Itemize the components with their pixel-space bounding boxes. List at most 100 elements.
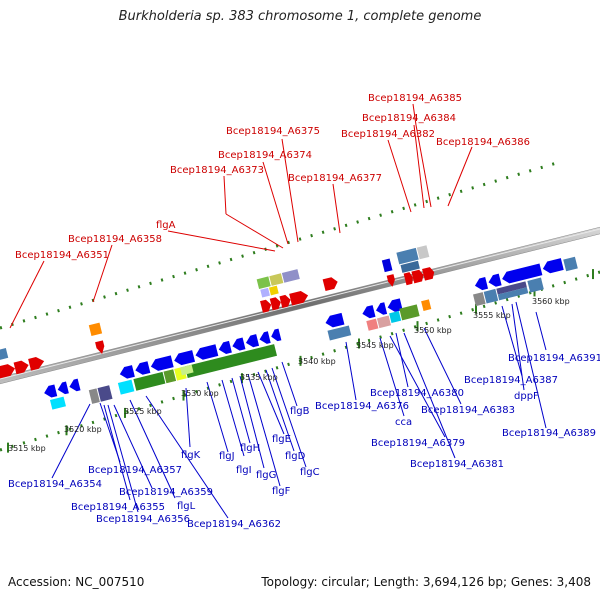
gene-arrow[interactable] — [289, 290, 309, 306]
gene-label[interactable]: Bcep18194_A6379 — [371, 438, 465, 449]
gene-box[interactable] — [117, 379, 135, 395]
gene-label[interactable]: flgG — [256, 470, 276, 481]
gene-arrow[interactable] — [149, 355, 174, 372]
gene-arrow[interactable] — [13, 359, 30, 375]
gene-arrow[interactable] — [411, 269, 425, 284]
gene-label[interactable]: Bcep18194_A6376 — [315, 401, 409, 412]
gene-label[interactable]: flgB — [290, 406, 310, 417]
gene-label[interactable]: flgA — [156, 220, 176, 231]
gene-label[interactable]: Bcep18194_A6389 — [502, 428, 596, 439]
gene-arrow[interactable] — [541, 258, 564, 274]
gene-box[interactable] — [184, 344, 278, 378]
gene-arrow[interactable] — [194, 344, 219, 361]
gene-label[interactable]: cca — [395, 417, 412, 428]
gene-label[interactable]: Bcep18194_A6375 — [226, 126, 320, 137]
gene-label[interactable]: Bcep18194_A6355 — [71, 502, 165, 513]
gene-label[interactable]: flgI — [236, 465, 252, 476]
gene-arrow[interactable] — [324, 312, 345, 329]
gene-box[interactable] — [256, 276, 271, 290]
gene-arrow[interactable] — [501, 263, 543, 284]
gene-label[interactable]: Bcep18194_A6380 — [370, 388, 464, 399]
gene-arrow[interactable] — [245, 334, 260, 349]
gene-arrow[interactable] — [0, 363, 16, 379]
gene-box[interactable] — [497, 287, 529, 301]
gene-arrow[interactable] — [375, 302, 388, 316]
gene-label[interactable]: flgH — [240, 443, 260, 454]
gene-arrow[interactable] — [279, 294, 292, 308]
gene-label[interactable]: flgD — [285, 451, 306, 462]
gene-arrow[interactable] — [403, 272, 415, 286]
gene-arrow[interactable] — [231, 337, 246, 353]
gene-arrow[interactable] — [68, 378, 81, 393]
gene-arrow[interactable] — [260, 299, 273, 313]
gene-arrow[interactable] — [422, 266, 436, 281]
gene-arrow[interactable] — [118, 365, 135, 380]
gene-label[interactable]: Bcep18194_A6356 — [96, 514, 190, 525]
gene-label[interactable]: Bcep18194_A6359 — [119, 487, 213, 498]
gene-label[interactable]: Bcep18194_A6382 — [341, 129, 435, 140]
gene-arrow[interactable] — [173, 350, 196, 366]
gene-box[interactable] — [527, 277, 544, 293]
gene-label[interactable]: flgE — [272, 434, 291, 445]
gene-arrow[interactable] — [386, 298, 403, 313]
forward-strand-genes[interactable] — [0, 237, 436, 387]
gene-box[interactable] — [381, 258, 393, 273]
gene-label[interactable]: Bcep18194_A6358 — [68, 234, 162, 245]
gene-label[interactable]: Bcep18194_A6387 — [464, 375, 558, 386]
gene-label[interactable]: Bcep18194_A6377 — [288, 173, 382, 184]
gene-arrow[interactable] — [269, 296, 283, 311]
gene-box[interactable] — [496, 281, 527, 295]
gene-box[interactable] — [376, 315, 392, 329]
gene-box[interactable] — [389, 310, 402, 324]
gene-box[interactable] — [327, 325, 352, 341]
gene-label[interactable]: Bcep18194_A6354 — [8, 479, 102, 490]
gene-box[interactable] — [563, 256, 578, 272]
gene-label[interactable]: Bcep18194_A6386 — [436, 137, 530, 148]
gene-box[interactable] — [366, 318, 379, 331]
gene-label[interactable]: flgJ — [219, 451, 235, 462]
gene-box[interactable] — [400, 260, 420, 273]
gene-arrow[interactable] — [322, 276, 339, 292]
gene-box[interactable] — [473, 292, 486, 307]
reverse-strand-genes[interactable] — [43, 255, 581, 415]
gene-label[interactable]: flgC — [300, 467, 320, 478]
gene-label[interactable]: Bcep18194_A6381 — [410, 459, 504, 470]
gene-label[interactable]: Bcep18194_A6357 — [88, 465, 182, 476]
gene-arrow[interactable] — [258, 331, 271, 345]
gene-label[interactable]: Bcep18194_A6362 — [187, 519, 281, 530]
gene-arrow[interactable] — [217, 340, 232, 356]
gene-arrow[interactable] — [56, 381, 69, 396]
gene-box[interactable] — [179, 364, 194, 376]
gene-box[interactable] — [133, 371, 166, 391]
gene-arrow[interactable] — [28, 355, 45, 371]
gene-label[interactable]: flgL — [177, 501, 196, 512]
gene-box[interactable] — [88, 388, 100, 404]
gene-box[interactable] — [396, 247, 419, 265]
gene-box[interactable] — [163, 369, 177, 384]
gene-box[interactable] — [97, 385, 113, 402]
gene-label[interactable]: Bcep18194_A6373 — [170, 165, 264, 176]
gene-arrow[interactable] — [43, 384, 58, 399]
gene-box[interactable] — [421, 299, 432, 311]
gene-label[interactable]: flgF — [272, 486, 291, 497]
gene-label[interactable]: Bcep18194_A6374 — [218, 150, 312, 161]
gene-box[interactable] — [0, 348, 9, 362]
gene-label[interactable]: Bcep18194_A6383 — [421, 405, 515, 416]
gene-box[interactable] — [269, 285, 279, 296]
gene-box[interactable] — [281, 269, 300, 283]
gene-arrow[interactable] — [386, 274, 397, 287]
gene-box[interactable] — [269, 273, 284, 286]
gene-box[interactable] — [416, 245, 430, 260]
gene-box[interactable] — [483, 288, 499, 304]
gene-box[interactable] — [260, 287, 270, 298]
gene-label[interactable]: Bcep18194_A6385 — [368, 93, 462, 104]
gene-label[interactable]: Bcep18194_A6391 — [508, 353, 600, 364]
gene-arrow[interactable] — [474, 277, 489, 292]
gene-arrow[interactable] — [95, 340, 106, 355]
gene-arrow[interactable] — [361, 305, 376, 320]
gene-arrow[interactable] — [134, 361, 151, 376]
gene-arrow[interactable] — [487, 273, 502, 289]
gene-box[interactable] — [88, 322, 103, 336]
gene-label[interactable]: flgK — [181, 450, 201, 461]
